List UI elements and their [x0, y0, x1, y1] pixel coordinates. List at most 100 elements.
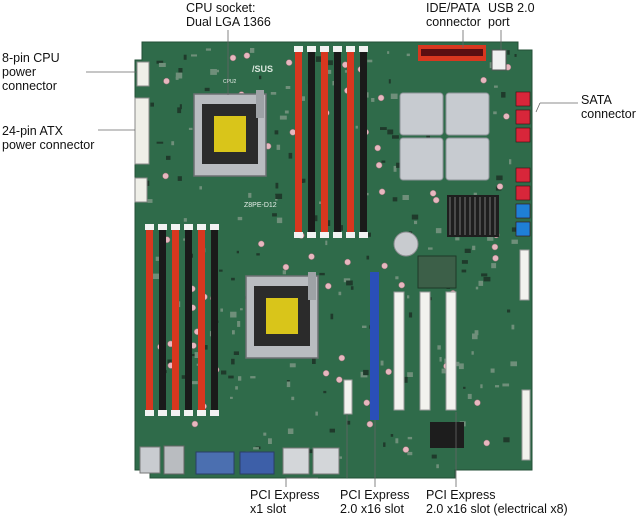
- smd-component: [392, 135, 399, 139]
- smd-component: [511, 227, 519, 232]
- heatsink-fin: [494, 197, 496, 235]
- dimm-latch: [210, 410, 219, 416]
- smd-component: [286, 381, 291, 388]
- heatsink-fin: [464, 197, 466, 235]
- smd-component: [472, 245, 476, 251]
- smd-component: [464, 248, 471, 253]
- capacitor: [363, 399, 370, 407]
- capacitor: [491, 243, 499, 251]
- capacitor: [402, 446, 410, 453]
- smd-component: [458, 363, 464, 370]
- smd-component: [487, 237, 494, 241]
- smd-component: [166, 155, 171, 160]
- lan-controller-chip: [430, 422, 464, 448]
- smd-component: [221, 370, 227, 375]
- smd-component: [199, 186, 202, 190]
- dimm-latch: [197, 410, 206, 416]
- smd-component: [250, 376, 256, 379]
- smd-component: [392, 197, 398, 202]
- smd-component: [381, 160, 386, 163]
- dimm-slot: [334, 52, 341, 232]
- smd-component: [147, 199, 153, 203]
- smd-component: [232, 330, 235, 335]
- smd-component: [490, 368, 495, 373]
- smd-component: [455, 237, 460, 241]
- smd-component: [309, 449, 313, 454]
- dimm-slot: [211, 230, 218, 410]
- smd-component: [478, 280, 484, 286]
- smd-component: [183, 54, 187, 60]
- smd-component: [219, 269, 223, 272]
- dimm-latch: [184, 410, 193, 416]
- smd-component: [284, 110, 289, 114]
- smd-component: [175, 72, 183, 79]
- dimm-slot: [347, 52, 354, 232]
- dimm-latch: [294, 46, 303, 52]
- smd-component: [355, 125, 358, 129]
- dimm-latch: [346, 46, 355, 52]
- capacitor: [258, 240, 265, 248]
- cmos-battery: [393, 231, 419, 257]
- heatsink-fin: [454, 197, 456, 235]
- smd-component: [150, 102, 154, 107]
- dimm-slot: [360, 52, 367, 232]
- smd-component: [406, 53, 410, 57]
- smd-component: [387, 129, 394, 135]
- dimm-latch: [197, 224, 206, 230]
- sata-port: [515, 203, 531, 219]
- smd-component: [435, 228, 442, 234]
- smd-component: [188, 127, 193, 130]
- smd-component: [366, 92, 369, 98]
- heatsink-fin: [449, 197, 451, 235]
- heatsink-fin: [489, 197, 491, 235]
- smd-component: [467, 393, 472, 399]
- capacitor: [344, 258, 351, 266]
- smd-component: [276, 144, 281, 150]
- smd-component: [288, 152, 293, 159]
- callout-pcie-x16: PCI Express 2.0 x16 slot: [340, 488, 410, 516]
- dimm-latch: [320, 232, 329, 238]
- smd-component: [230, 396, 233, 399]
- smd-component: [510, 361, 517, 367]
- smd-component: [238, 376, 242, 381]
- smd-component: [194, 352, 200, 358]
- smd-component: [496, 175, 503, 181]
- dimm-slot: [308, 52, 315, 232]
- smd-component: [494, 85, 498, 88]
- smd-component: [235, 386, 238, 390]
- dimm-slot: [146, 230, 153, 410]
- capacitor: [325, 282, 332, 290]
- smd-component: [250, 48, 255, 53]
- smd-component: [390, 434, 394, 437]
- capacitor: [289, 129, 297, 136]
- dimm-latch: [294, 232, 303, 238]
- smd-component: [282, 270, 286, 275]
- capacitor: [322, 370, 330, 377]
- heatsink-fin: [484, 197, 486, 235]
- smd-component: [231, 358, 235, 365]
- heatsink-fin: [479, 197, 481, 235]
- smd-component: [514, 54, 517, 57]
- dimm-latch: [333, 232, 342, 238]
- smd-component: [395, 438, 399, 444]
- smd-component: [285, 86, 291, 89]
- dimm-latch: [171, 410, 180, 416]
- smd-component: [183, 218, 187, 222]
- smd-component: [220, 308, 223, 312]
- capacitor: [163, 77, 170, 85]
- callout-ide-pata: IDE/PATA connector: [426, 1, 481, 29]
- capacitor: [385, 368, 392, 376]
- capacitor: [398, 281, 405, 289]
- smd-component: [204, 87, 210, 92]
- capacitor: [374, 144, 381, 152]
- model-silk: Z8PE-D12: [244, 202, 277, 209]
- smd-component: [329, 428, 335, 433]
- callout-cpu-socket: CPU socket: Dual LGA 1366: [186, 1, 271, 29]
- sata-port: [515, 109, 531, 125]
- smd-component: [439, 357, 442, 362]
- smd-component: [380, 127, 387, 130]
- smd-component: [414, 220, 418, 225]
- smd-component: [431, 454, 437, 459]
- smd-component: [495, 385, 500, 388]
- smd-component: [171, 141, 175, 146]
